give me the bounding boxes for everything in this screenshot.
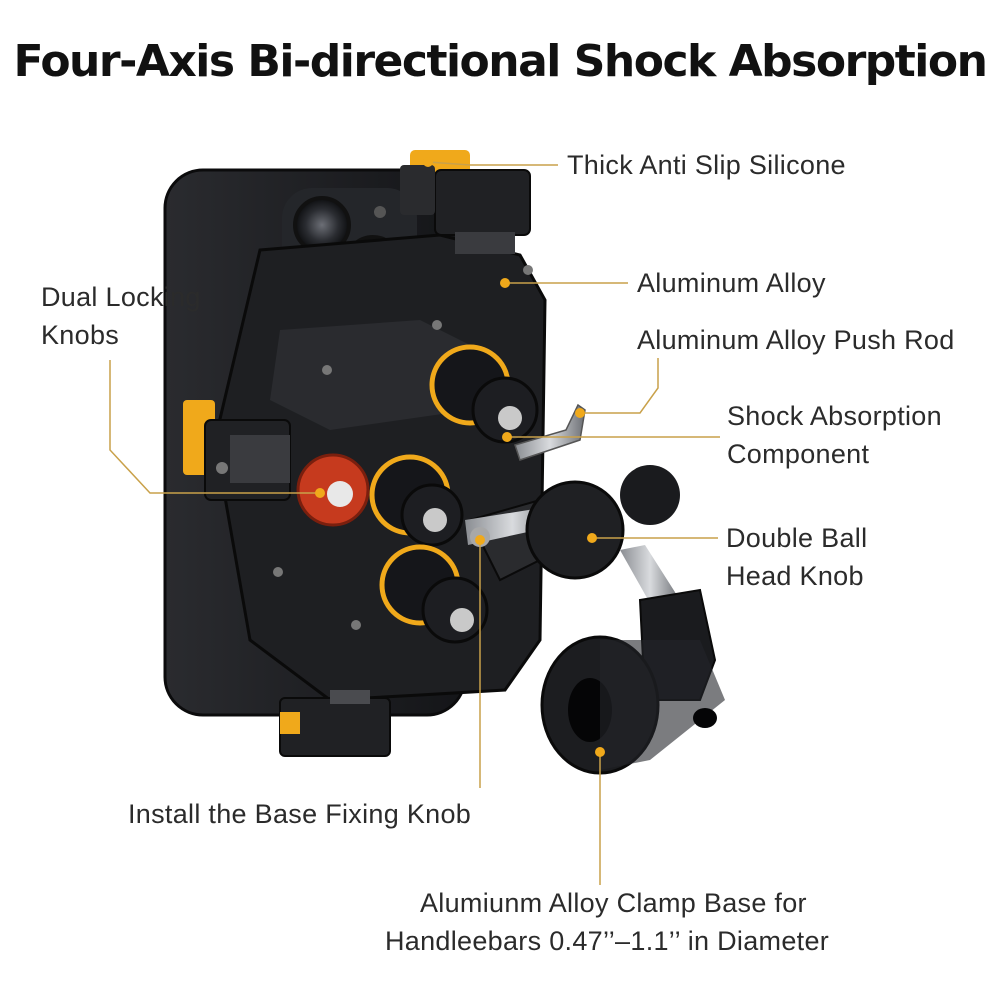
callout-dots	[315, 157, 605, 757]
bottom-clamp	[279, 690, 391, 757]
label-dual-locking-knobs: Dual Locking Knobs	[41, 278, 201, 354]
top-clamp	[400, 150, 531, 254]
label-push-rod: Aluminum Alloy Push Rod	[637, 325, 955, 355]
label-double-ball-line1: Double Ball	[726, 523, 868, 553]
label-clamp-base: Alumiunm Alloy Clamp Base for Handleebar…	[385, 884, 829, 960]
label-shock-absorption: Shock Absorption Component	[727, 397, 942, 473]
label-double-ball-head-knob: Double Ball Head Knob	[726, 519, 867, 595]
label-shock-line1: Shock Absorption	[727, 401, 942, 431]
label-base-fixing-knob: Install the Base Fixing Knob	[128, 799, 472, 829]
push-rod	[514, 403, 586, 461]
ball-head-arm	[465, 465, 680, 612]
page-title: Four-Axis Bi-directional Shock Absorptio…	[13, 36, 988, 87]
label-thick-anti-slip-silicone: Thick Anti Slip Silicone	[567, 150, 846, 180]
label-double-ball-line2: Head Knob	[726, 561, 864, 591]
label-dual-locking-line1: Dual Locking	[41, 282, 201, 312]
red-locking-knob	[296, 453, 370, 527]
left-clamp	[183, 400, 291, 501]
shock-knobs	[369, 344, 539, 644]
label-dual-locking-line2: Knobs	[41, 320, 120, 350]
label-aluminum-alloy: Aluminum Alloy	[637, 268, 826, 298]
handlebar-clamp-base	[540, 588, 725, 775]
label-clamp-line2: Handleebars 0.47’’–1.1’’ in Diameter	[385, 926, 830, 956]
callout-lines	[109, 161, 720, 885]
label-clamp-line1: Alumiunm Alloy Clamp Base for	[420, 888, 807, 918]
label-shock-line2: Component	[727, 439, 870, 469]
